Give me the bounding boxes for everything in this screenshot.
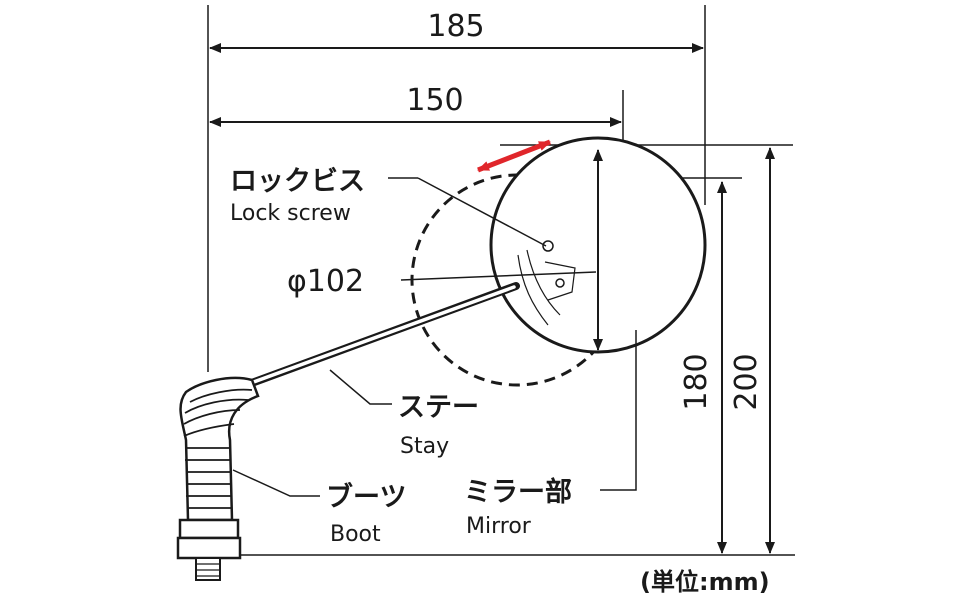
stay-rod xyxy=(234,282,520,392)
dimension-180: 180 xyxy=(679,181,727,554)
unit-note: (単位:mm) xyxy=(640,568,770,596)
boot-base xyxy=(178,518,240,540)
dimension-150-label: 150 xyxy=(406,83,463,118)
mount-bolt xyxy=(195,557,221,581)
boot-nut xyxy=(176,536,242,560)
adjust-direction-arrow xyxy=(477,139,551,173)
stay-label-jp: ステー xyxy=(398,392,479,423)
mirror-label-en: Mirror xyxy=(466,514,532,539)
mount-bracket xyxy=(517,240,576,326)
mirror-diameter-label: φ102 xyxy=(287,264,364,299)
boot-label-jp: ブーツ xyxy=(326,481,406,513)
dimension-200: 200 xyxy=(729,147,775,554)
leader-lines xyxy=(232,177,637,497)
lock-screw-hole xyxy=(542,240,554,252)
lock-screw-label-jp: ロックビス xyxy=(230,166,365,197)
dimension-185-label: 185 xyxy=(427,9,484,44)
dimension-180-label: 180 xyxy=(679,353,714,410)
boot-label-en: Boot xyxy=(330,522,381,547)
mirror-label-jp: ミラー部 xyxy=(464,476,572,508)
dimension-185: 185 xyxy=(209,9,704,53)
pivot-hole xyxy=(555,278,565,288)
lock-screw-label-en: Lock screw xyxy=(230,201,351,226)
dimension-200-label: 200 xyxy=(729,353,764,410)
dimension-150: 150 xyxy=(209,83,622,127)
stay-label-en: Stay xyxy=(400,434,449,459)
boot-bellows xyxy=(176,376,260,581)
